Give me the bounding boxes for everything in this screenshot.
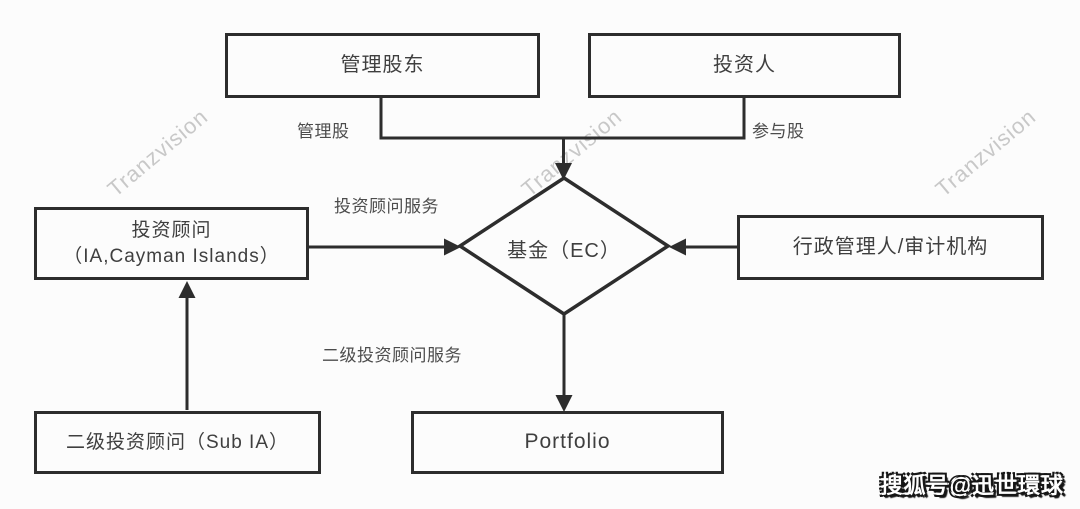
arrowhead-into-fund-top (555, 163, 572, 180)
arrowhead-into-advisor (178, 281, 196, 298)
edge-label-sub-advisor-service: 二级投资顾问服务 (322, 346, 462, 365)
node-sub-advisor: 二级投资顾问（Sub IA） (34, 411, 321, 474)
node-investors-label: 投资人 (713, 54, 776, 76)
arrowhead-into-fund-right (669, 238, 686, 256)
node-portfolio: Portfolio (411, 411, 724, 474)
connector-shareholders-investors (379, 98, 746, 140)
node-investment-advisor-label-line1: 投资顾问 (131, 219, 212, 241)
node-investors: 投资人 (588, 33, 901, 98)
node-administrator: 行政管理人/审计机构 (737, 215, 1044, 280)
sohu-account-badge: 搜狐号@迅世環球 (880, 473, 1064, 498)
node-fund-label: 基金（EC） (507, 240, 621, 262)
arrowhead-into-portfolio (555, 395, 573, 412)
edge-label-advisor-service: 投资顾问服务 (334, 197, 439, 216)
edge-label-management-shares: 管理股 (297, 122, 350, 141)
node-investment-advisor: 投资顾问 （IA,Cayman Islands） (34, 207, 309, 280)
arrowhead-into-fund-left (444, 238, 461, 256)
node-sub-advisor-label: 二级投资顾问（Sub IA） (65, 431, 290, 453)
edge-label-participation-shares: 参与股 (752, 122, 805, 141)
node-portfolio-label: Portfolio (524, 430, 611, 454)
node-administrator-label: 行政管理人/审计机构 (792, 236, 989, 258)
node-managing-shareholder-label: 管理股东 (340, 54, 425, 76)
node-investment-advisor-label-line2: （IA,Cayman Islands） (63, 245, 280, 267)
node-managing-shareholder: 管理股东 (225, 33, 540, 98)
